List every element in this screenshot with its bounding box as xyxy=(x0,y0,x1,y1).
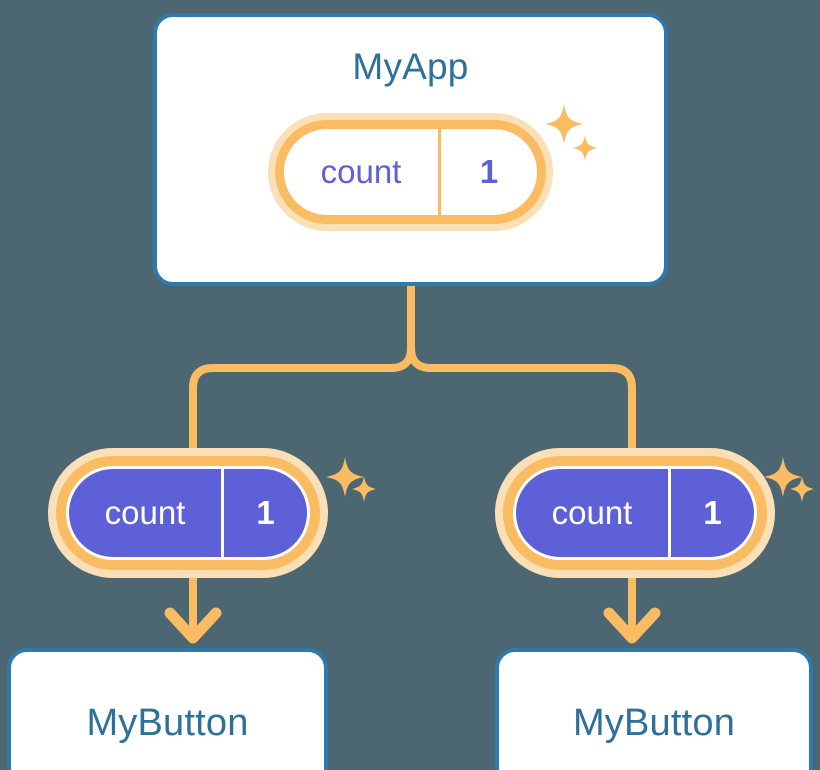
state-pill-app-body: count 1 xyxy=(284,129,537,215)
button-card-right-title: MyButton xyxy=(572,701,736,744)
state-pill-child-right-key: count xyxy=(516,469,671,557)
sparkle-icon xyxy=(326,457,364,497)
state-pill-app-ring: count 1 xyxy=(275,120,546,224)
sparkle-small-icon xyxy=(790,476,814,502)
state-pill-child-left-value: 1 xyxy=(256,494,275,531)
state-pill-child-left-body: count 1 xyxy=(66,466,310,560)
sparkle-small-icon xyxy=(352,476,376,502)
state-pill-app-key: count xyxy=(284,129,441,215)
app-card-title: MyApp xyxy=(352,46,469,87)
connector-branch-right xyxy=(407,344,636,456)
state-pill-child-left[interactable]: count 1 xyxy=(48,448,328,578)
state-pill-child-right-value: 1 xyxy=(703,494,722,531)
sparkle-group-child-left xyxy=(320,442,390,512)
arrow-down-icon-left xyxy=(164,607,222,644)
state-pill-app-value: 1 xyxy=(479,153,499,190)
state-pill-child-right[interactable]: count 1 xyxy=(495,448,775,578)
state-pill-app[interactable]: count 1 xyxy=(268,113,553,231)
state-pill-child-left-ring: count 1 xyxy=(56,456,320,570)
connector-branch-left xyxy=(189,344,415,456)
state-pill-child-right-body: count 1 xyxy=(513,466,757,560)
arrow-down-icon-right xyxy=(603,607,661,644)
button-card-left[interactable]: MyButton xyxy=(7,648,328,770)
button-card-right[interactable]: MyButton xyxy=(495,648,813,770)
state-pill-child-left-key: count xyxy=(69,469,224,557)
state-pill-child-right-ring: count 1 xyxy=(503,456,767,570)
button-card-left-title: MyButton xyxy=(86,701,249,744)
